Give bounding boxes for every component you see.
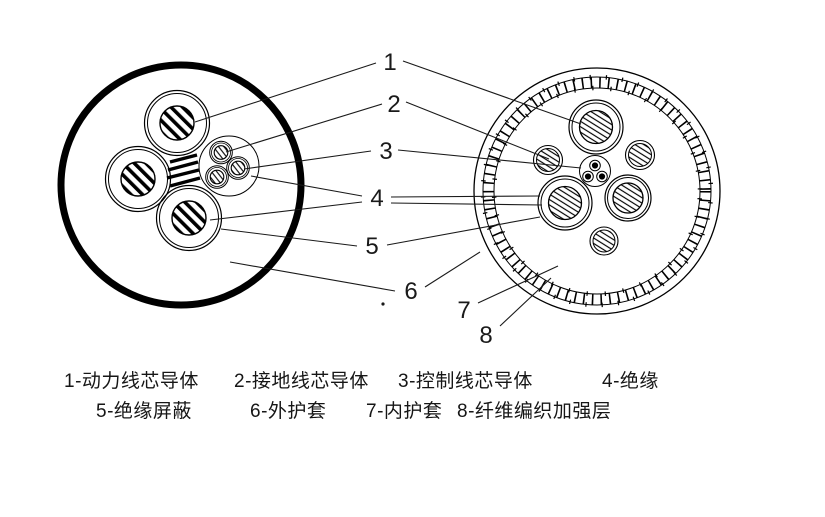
leader-5-left [220, 228, 358, 247]
legend-item-3: 3-控制线芯导体 [398, 371, 533, 392]
left-outer-sheath-ring [57, 61, 305, 309]
callout-number-1: 1 [383, 49, 397, 76]
callout-number-2: 2 [387, 91, 401, 118]
stray-dot [381, 302, 385, 306]
legend-item-2: 2-接地线芯导体 [234, 371, 369, 392]
right-cable-view [473, 67, 721, 315]
leader-5-right [386, 216, 541, 246]
leader-1-right [402, 60, 582, 125]
right-power-core-bottom-left [537, 175, 593, 231]
left-small-core-right [226, 156, 250, 180]
leader-1-left [194, 62, 377, 123]
legend-item-7: 7-内护套 [366, 401, 443, 422]
leader-3-left [243, 150, 372, 170]
left-power-core-top [143, 89, 211, 157]
callout-number-3: 3 [379, 138, 393, 165]
leader-lines [194, 60, 582, 327]
left-small-core-top [209, 140, 233, 165]
leader-7 [477, 265, 559, 304]
leader-6-left [229, 261, 396, 292]
leader-2-right [405, 101, 550, 160]
leader-6-right [424, 251, 481, 288]
leader-4-left-a [250, 175, 363, 197]
right-ground-core-bottom [589, 226, 619, 256]
callout-number-5: 5 [365, 233, 379, 260]
left-center-filler [166, 153, 201, 188]
leader-4-right-b [390, 202, 543, 206]
left-cable-view [57, 61, 305, 309]
right-ground-core-upper-right [624, 139, 656, 171]
legend-item-1: 1-动力线芯导体 [64, 371, 199, 392]
leader-4-left-b [209, 201, 363, 221]
right-power-core-top [568, 99, 624, 155]
callout-number-8: 8 [479, 322, 493, 349]
left-control-core-bundle [198, 135, 260, 197]
legend-item-5: 5-绝缘屏蔽 [96, 401, 192, 422]
right-outer-sheath-ring [473, 67, 721, 315]
leader-4-right-a [390, 195, 541, 198]
fiber-braid-ticks [483, 77, 711, 305]
left-small-core-bottom [205, 165, 229, 189]
right-control-core-bundle [579, 155, 611, 187]
right-power-core-right [604, 174, 652, 222]
callout-number-4: 4 [370, 185, 384, 212]
leader-3-right [397, 149, 582, 169]
callout-number-6: 6 [404, 278, 418, 305]
right-ground-core-upper-left [532, 144, 564, 176]
left-power-core-bottom [155, 184, 223, 252]
legend-item-4: 4-绝缘 [602, 371, 659, 392]
legend-item-8: 8-纤维编织加强层 [457, 401, 612, 422]
legend-item-6: 6-外护套 [250, 401, 327, 422]
leader-2-left [225, 103, 383, 153]
leader-8 [499, 277, 552, 327]
callout-number-7: 7 [457, 297, 471, 324]
